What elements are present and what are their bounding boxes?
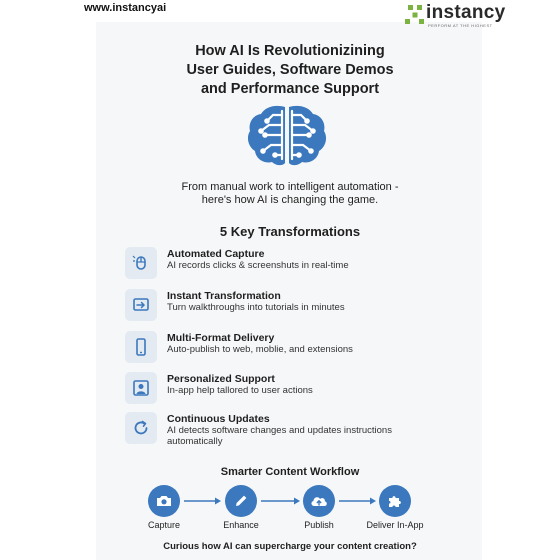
feature-desc: AI records clicks & screenshuts in real-… bbox=[167, 260, 349, 271]
feature-desc: In-app help tallored to user actions bbox=[167, 385, 313, 396]
brain-circuit-icon bbox=[247, 105, 327, 166]
arrow-right-icon bbox=[261, 497, 300, 505]
user-support-icon bbox=[125, 372, 157, 404]
refresh-icon bbox=[125, 412, 157, 444]
workflow-heading: Smarter Content Workflow bbox=[220, 466, 360, 478]
subtitle: From manual work to intelligent automati… bbox=[130, 181, 450, 207]
instancy-logo: instancy PERFORM AT THE HIGHEST bbox=[404, 2, 506, 30]
feature-title: Instant Transformation bbox=[167, 290, 281, 302]
page-title: How AI Is Revolutionizining User Guides,… bbox=[110, 42, 470, 99]
title-line-3: and Performance Support bbox=[200, 81, 380, 97]
workflow-step-enhance: Enhance bbox=[223, 520, 259, 530]
puzzle-icon bbox=[379, 485, 411, 517]
mobile-phone-icon bbox=[125, 331, 157, 363]
mouse-click-icon bbox=[125, 247, 157, 279]
logo-tagline: PERFORM AT THE HIGHEST bbox=[428, 23, 493, 28]
cta-text: Curious how AI can supercharge your cont… bbox=[163, 541, 417, 552]
feature-desc: Turn walkthroughs into tutorials in minu… bbox=[167, 302, 345, 313]
title-line-2: User Guides, Software Demos bbox=[186, 62, 394, 78]
screen-arrow-icon bbox=[125, 289, 157, 321]
arrow-right-icon bbox=[184, 497, 221, 505]
website-url[interactable]: www.instancyai bbox=[84, 2, 167, 14]
feature-desc: AI detects software changes and updates … bbox=[167, 425, 392, 447]
cloud-upload-icon bbox=[303, 485, 335, 517]
logo-mark-icon bbox=[405, 5, 424, 24]
title-line-1: How AI Is Revolutionizining bbox=[195, 43, 385, 59]
transformations-heading: 5 Key Transformations bbox=[219, 224, 361, 239]
camera-icon bbox=[148, 485, 180, 517]
feature-title: Continuous Updates bbox=[167, 413, 270, 425]
feature-title: Multi-Format Delivery bbox=[167, 332, 275, 344]
feature-title: Automated Capture bbox=[167, 248, 265, 260]
subtitle-line-1: From manual work to intelligent automati… bbox=[181, 181, 399, 193]
feature-desc: Auto-publish to web, moblie, and extensi… bbox=[167, 344, 353, 355]
subtitle-line-2: here's how AI is changing the game. bbox=[201, 194, 379, 206]
feature-title: Personalized Support bbox=[167, 373, 275, 385]
workflow-step-publish: Publish bbox=[304, 520, 334, 530]
workflow-step-deliver-in-app: Deliver In-App bbox=[366, 520, 424, 530]
pencil-icon bbox=[225, 485, 257, 517]
arrow-right-icon bbox=[339, 497, 376, 505]
workflow-step-capture: Capture bbox=[147, 520, 181, 530]
logo-text: instancy bbox=[426, 2, 506, 23]
